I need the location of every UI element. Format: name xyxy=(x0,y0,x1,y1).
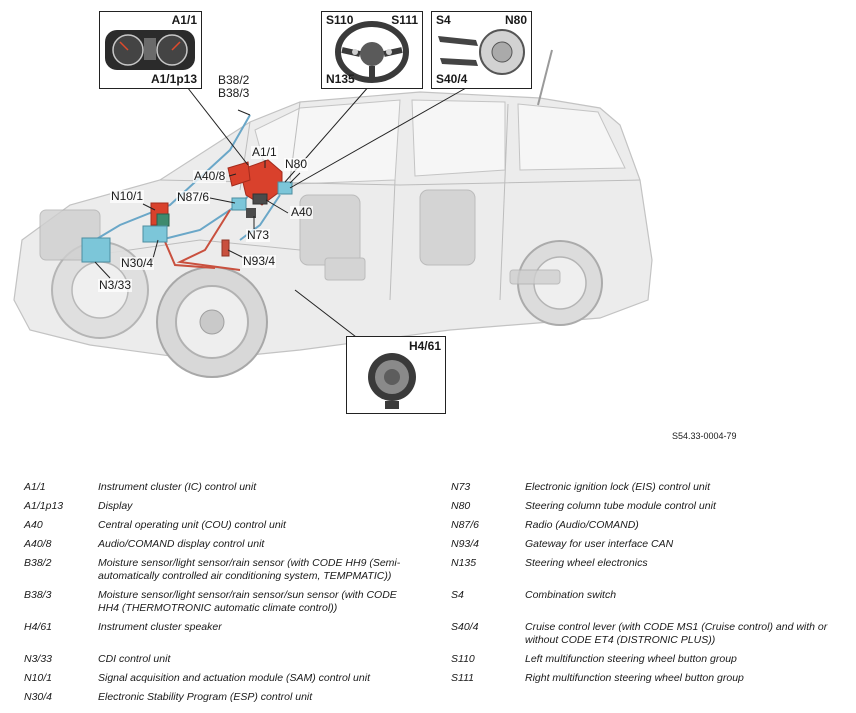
combination-switch-icon xyxy=(438,29,525,75)
legend-code: S40/4 xyxy=(451,621,479,633)
audio-display-shape xyxy=(227,161,251,187)
legend-description: Signal acquisition and actuation module … xyxy=(98,672,370,684)
legend-code: A40 xyxy=(24,519,43,531)
figure-reference: S54.33-0004-79 xyxy=(672,431,737,441)
inset-label-s40-4: S40/4 xyxy=(436,72,468,86)
callout-n3-33: N3/33 xyxy=(98,278,133,292)
legend-description: Moisture sensor/light sensor/rain sensor… xyxy=(98,589,397,614)
legend-description: Electronic Stability Program (ESP) contr… xyxy=(98,691,313,703)
callout-n10-1: N10/1 xyxy=(110,189,145,203)
legend-description: Radio (Audio/COMAND) xyxy=(525,519,639,531)
callout-n87-6: N87/6 xyxy=(176,190,211,204)
legend-code: A1/1p13 xyxy=(24,500,64,512)
legend-code: N73 xyxy=(451,481,471,493)
inset-label-s110: S110 xyxy=(326,13,354,27)
legend-code: A40/8 xyxy=(24,538,52,550)
n87-block xyxy=(231,197,247,211)
callout-a40-8: A40/8 xyxy=(193,169,227,183)
legend-code: N10/1 xyxy=(24,672,53,684)
legend-description: Electronic ignition lock (EIS) control u… xyxy=(525,481,710,493)
legend-left: A1/1 Instrument cluster (IC) control unit… xyxy=(24,481,424,709)
instrument-cluster-icon xyxy=(105,30,195,70)
van-windows xyxy=(254,99,626,186)
callout-n73: N73 xyxy=(246,228,271,242)
callout-n80: N80 xyxy=(284,157,309,171)
legend-description: Right multifunction steering wheel butto… xyxy=(525,672,744,684)
callout-a40: A40 xyxy=(290,205,314,219)
n10-green xyxy=(156,213,170,227)
combination-switch-inset: S4 N80 S40/4 xyxy=(431,11,532,89)
legend-description: Instrument cluster (IC) control unit xyxy=(98,481,257,493)
steering-wheel-inset: S110 S111 N135 xyxy=(321,11,423,89)
legend-code: S110 xyxy=(451,653,475,665)
callout-b38-2: B38/2 xyxy=(217,73,251,87)
callout-a1-1: A1/1 xyxy=(251,145,278,159)
inset-label-n135: N135 xyxy=(326,72,355,86)
legend-code: N135 xyxy=(451,557,477,569)
legend-description: Display xyxy=(98,500,133,512)
legend-code: N87/6 xyxy=(451,519,480,531)
inset-label-s4: S4 xyxy=(436,13,451,27)
callout-n93-4: N93/4 xyxy=(242,254,277,268)
legend-code: S111 xyxy=(451,672,474,684)
highlighted-components xyxy=(81,159,293,263)
n73-block xyxy=(246,208,256,218)
inset-label-a1-1p13: A1/1p13 xyxy=(150,72,197,86)
callout-n30-4: N30/4 xyxy=(120,256,155,270)
vehicle-illustration xyxy=(13,49,653,378)
legend-code: N3/33 xyxy=(24,653,53,665)
antenna xyxy=(537,49,553,106)
legend-description: Steering wheel electronics xyxy=(525,557,648,569)
front-wheel xyxy=(156,266,268,378)
legend-description: Left multifunction steering wheel button… xyxy=(525,653,737,665)
inset-label-a1-1: A1/1 xyxy=(171,13,197,27)
speaker-icon xyxy=(368,353,416,409)
legend-code: N93/4 xyxy=(451,538,480,550)
callout-b38-3: B38/3 xyxy=(217,86,251,100)
legend-code: H4/61 xyxy=(24,621,53,633)
n93-block xyxy=(221,239,230,257)
legend-description: Moisture sensor/light sensor/rain sensor… xyxy=(98,557,401,582)
legend-code: S4 xyxy=(451,589,464,601)
legend-code: N80 xyxy=(451,500,471,512)
legend-description: Gateway for user interface CAN xyxy=(525,538,674,550)
legend-description: Cruise control lever (with CODE MS1 (Cru… xyxy=(525,621,828,646)
steering-wheel-icon xyxy=(335,21,409,83)
legend-right: N73 Electronic ignition lock (EIS) contro… xyxy=(451,481,851,709)
legend-code: A1/1 xyxy=(24,481,46,493)
legend-code: B38/3 xyxy=(24,589,52,601)
inset-label-s111: S111 xyxy=(391,13,418,27)
n80-block xyxy=(277,181,293,195)
a40-block xyxy=(252,193,268,205)
speaker-inset: H4/61 xyxy=(346,336,446,414)
legend-description: Central operating unit (COU) control uni… xyxy=(98,519,286,531)
inset-label-n80: N80 xyxy=(504,13,527,27)
legend-description: Steering column tube module control unit xyxy=(525,500,716,512)
interior-parts xyxy=(39,189,561,285)
legend-code: N30/4 xyxy=(24,691,53,703)
legend-description: Combination switch xyxy=(525,589,617,601)
legend-description: Instrument cluster speaker xyxy=(98,621,222,633)
legend-description: Audio/COMAND display control unit xyxy=(98,538,265,550)
cluster-inset: A1/1 A1/1p13 xyxy=(99,11,202,89)
n3-block xyxy=(81,237,111,263)
n30-block xyxy=(142,225,168,243)
inset-label-h4-61: H4/61 xyxy=(408,339,441,353)
legend-code: B38/2 xyxy=(24,557,52,569)
legend-description: CDI control unit xyxy=(98,653,171,665)
